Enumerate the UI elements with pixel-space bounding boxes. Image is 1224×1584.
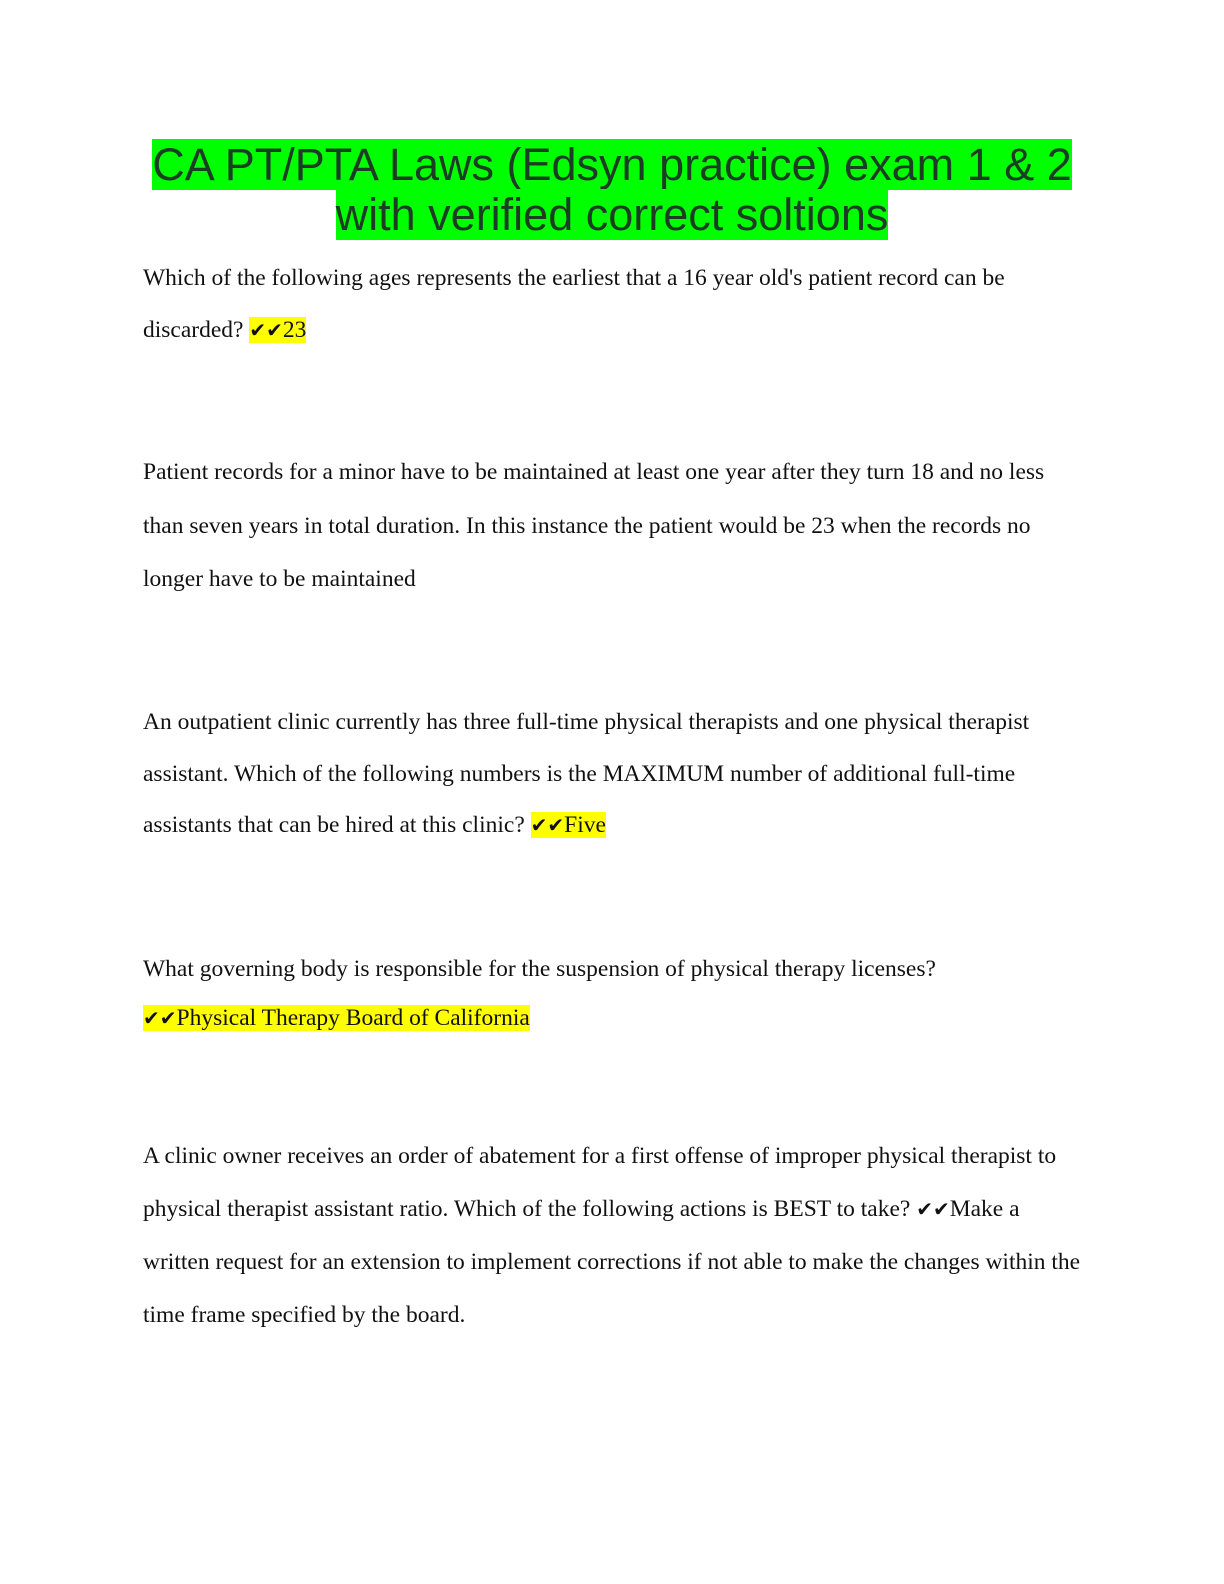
check-mark-icon: ✔✔ [249,318,283,342]
question-1-text: Which of the following ages represents t… [143,265,1005,343]
answer-4-text: Make a written request for an extension … [143,1196,1081,1328]
check-mark-icon: ✔✔ [143,1006,177,1030]
check-mark-icon: ✔✔ [530,813,565,837]
question-2: An outpatient clinic currently has three… [143,697,1083,852]
question-1: Which of the following ages represents t… [143,252,1083,356]
answer-3-highlight: ✔✔Physical Therapy Board of California [143,1005,530,1031]
question-4: A clinic owner receives an order of abat… [143,1130,1083,1342]
answer-1-text: 23 [282,317,307,343]
answer-1-highlight: ✔✔23 [249,317,307,343]
question-4-text: A clinic owner receives an order of abat… [143,1143,1057,1222]
question-3: What governing body is responsible for t… [143,945,1083,1043]
answer-2-highlight: ✔✔Five [530,812,606,838]
title-highlight: CA PT/PTA Laws (Edsyn practice) exam 1 &… [152,139,1072,240]
answer-2-text: Five [564,812,606,838]
answer-3-text: Physical Therapy Board of California [176,1005,530,1031]
question-3-text: What governing body is responsible for t… [143,956,936,982]
document-title: CA PT/PTA Laws (Edsyn practice) exam 1 &… [120,139,1104,240]
check-mark-icon: ✔✔ [916,1197,950,1221]
explanation-1: Patient records for a minor have to be m… [143,459,1045,592]
question-2-text: An outpatient clinic currently has three… [143,709,1030,838]
